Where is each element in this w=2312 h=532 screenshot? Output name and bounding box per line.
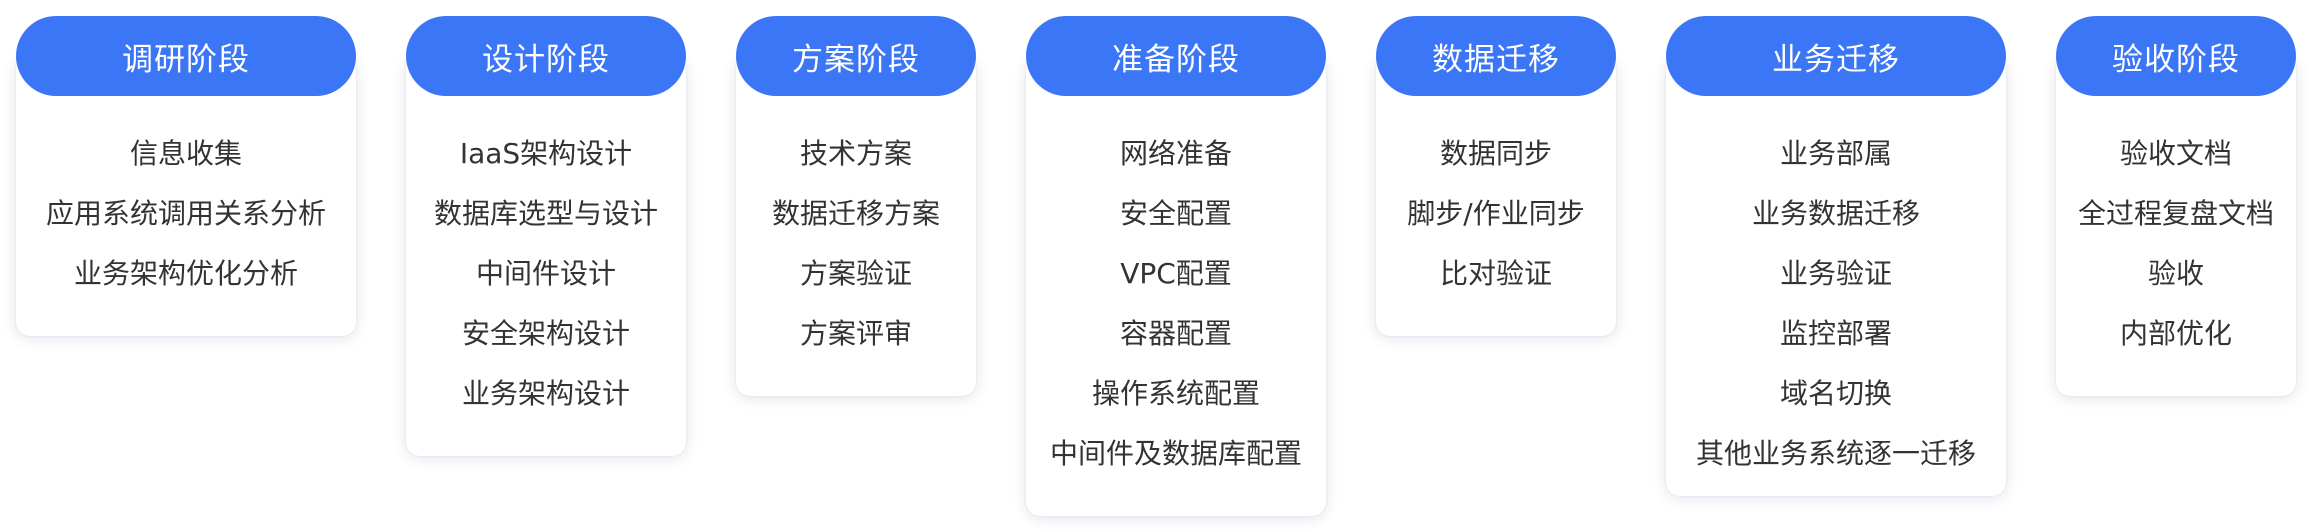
- stage-item: VPC配置: [1120, 257, 1232, 290]
- stage-item: 数据同步: [1439, 137, 1552, 170]
- stage-item: 业务验证: [1779, 257, 1892, 290]
- stage-column: 验收阶段验收文档全过程复盘文档验收内部优化: [2056, 0, 2296, 396]
- stage-item: 技术方案: [799, 137, 912, 170]
- stage-item: 业务数据迁移: [1751, 197, 1920, 230]
- stage-column: 调研阶段信息收集应用系统调用关系分析业务架构优化分析: [16, 0, 356, 336]
- stage-item: 网络准备: [1119, 137, 1232, 170]
- stage-column: 设计阶段 IaaS架构设计数据库选型与设计中间件设计安全架构设计业务架构设计: [406, 0, 686, 456]
- stage-item: 中间件及数据库配置: [1049, 437, 1302, 470]
- stage-item-list: 技术方案数据迁移方案方案验证方案评审: [736, 134, 976, 374]
- stage-item: 内部优化: [2119, 317, 2232, 350]
- stage-title: 准备阶段: [1026, 16, 1326, 96]
- stage-item: 安全配置: [1119, 197, 1232, 230]
- stage-item-list: 业务部属业务数据迁移业务验证监控部署域名切换其他业务系统逐一迁移: [1666, 134, 2006, 494]
- stage-column: 方案阶段技术方案数据迁移方案方案验证方案评审: [736, 0, 976, 396]
- stage-item: 方案验证: [799, 257, 912, 290]
- stage-item: 数据迁移方案: [771, 197, 940, 230]
- stage-card: [406, 56, 686, 456]
- stage-title: 方案阶段: [736, 16, 976, 96]
- stage-item: 其他业务系统逐一迁移: [1695, 437, 1976, 470]
- stage-card: [16, 56, 356, 336]
- stage-column: 准备阶段网络准备安全配置 VPC配置容器配置操作系统配置中间件及数据库配置: [1026, 0, 1326, 516]
- stage-item-list: 验收文档全过程复盘文档验收内部优化: [2056, 134, 2296, 374]
- stage-item-list: 数据同步脚步/作业同步比对验证: [1376, 134, 1616, 314]
- stage-item: 验收文档: [2119, 137, 2232, 170]
- stage-item: 安全架构设计: [461, 317, 630, 350]
- stage-item: 中间件设计: [475, 257, 616, 290]
- stage-item: 应用系统调用关系分析: [45, 197, 326, 230]
- stage-item: 业务架构设计: [461, 377, 630, 410]
- stage-item: 验收: [2147, 257, 2204, 290]
- stage-title: 设计阶段: [406, 16, 686, 96]
- stage-title: 调研阶段: [16, 16, 356, 96]
- stage-item: 信息收集: [129, 137, 242, 170]
- stage-item: 全过程复盘文档: [2077, 197, 2274, 230]
- stage-item: 比对验证: [1439, 257, 1552, 290]
- stage-title: 业务迁移: [1666, 16, 2006, 96]
- stage-card: [1376, 56, 1616, 336]
- stage-item: 脚步/作业同步: [1407, 197, 1585, 230]
- stage-title: 数据迁移: [1376, 16, 1616, 96]
- stage-item: 业务部属: [1779, 137, 1892, 170]
- stage-item-list: IaaS架构设计数据库选型与设计中间件设计安全架构设计业务架构设计: [406, 134, 686, 434]
- stage-column: 数据迁移数据同步脚步/作业同步比对验证: [1376, 0, 1616, 336]
- stage-column: 业务迁移业务部属业务数据迁移业务验证监控部署域名切换其他业务系统逐一迁移: [1666, 0, 2006, 496]
- stage-card: [1026, 56, 1326, 516]
- stage-item: IaaS架构设计: [459, 137, 633, 170]
- stage-item: 数据库选型与设计: [433, 197, 658, 230]
- stage-item: 域名切换: [1779, 377, 1892, 410]
- stage-item-list: 信息收集应用系统调用关系分析业务架构优化分析: [16, 134, 356, 314]
- stage-item: 监控部署: [1779, 317, 1892, 350]
- stage-item: 容器配置: [1119, 317, 1232, 350]
- stage-card: [1666, 56, 2006, 496]
- stage-item: 操作系统配置: [1091, 377, 1260, 410]
- stage-card: [2056, 56, 2296, 396]
- stage-item-list: 网络准备安全配置 VPC配置容器配置操作系统配置中间件及数据库配置: [1026, 134, 1326, 494]
- stage-card: [736, 56, 976, 396]
- stage-item: 业务架构优化分析: [73, 257, 298, 290]
- stage-item: 方案评审: [799, 317, 912, 350]
- stage-title: 验收阶段: [2056, 16, 2296, 96]
